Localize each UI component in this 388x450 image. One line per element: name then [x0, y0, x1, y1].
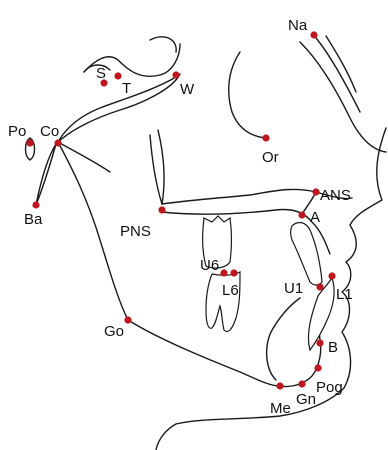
landmark-point-l6: [230, 269, 238, 277]
landmark-point-pog: [314, 364, 322, 372]
label-go: Go: [104, 323, 124, 340]
label-pns: PNS: [120, 223, 151, 240]
palatal-plane-lower: [161, 208, 331, 255]
clivus-posterior: [35, 73, 181, 206]
label-co: Co: [40, 123, 59, 140]
label-l1: L1: [336, 286, 353, 303]
nasal-bone-line-2: [315, 37, 361, 113]
label-ba: Ba: [24, 211, 43, 228]
soft-tissue-face-line: [155, 127, 387, 450]
basion-line-2: [57, 141, 111, 173]
palatal-plane-upper: [161, 188, 353, 205]
landmark-point-l1: [328, 272, 336, 280]
lower-incisor-l1: [307, 276, 335, 352]
landmark-point-pns: [158, 206, 166, 214]
label-a: A: [310, 209, 320, 226]
landmark-point-s: [100, 79, 108, 87]
landmark-point-na: [310, 31, 318, 39]
mandibular-border: [127, 319, 281, 387]
landmark-labels: Na S T W Po Co Or Ba PNS ANS A U6 L6 U1 …: [8, 17, 353, 417]
nasal-bone-line-3: [325, 35, 357, 93]
label-na: Na: [288, 17, 308, 34]
ramus-posterior: [57, 141, 129, 321]
label-or: Or: [262, 149, 279, 166]
label-u6: U6: [200, 257, 219, 274]
lower-molar-l6: [205, 271, 241, 333]
label-b: B: [328, 339, 338, 356]
pterygoid-process: [149, 134, 163, 205]
landmark-point-u1: [316, 283, 324, 291]
ear-rod: [24, 137, 36, 161]
label-gn: Gn: [296, 391, 316, 408]
orbit-outline: [228, 51, 266, 139]
landmark-point-b: [316, 339, 324, 347]
label-me: Me: [270, 400, 291, 417]
nasal-bone-line-1: [299, 41, 387, 153]
mandible: [57, 141, 333, 388]
label-l6: L6: [222, 282, 239, 299]
landmark-point-or: [262, 134, 270, 142]
label-u1: U1: [284, 280, 303, 297]
teeth: [202, 215, 335, 352]
upper-incisor-u1: [289, 221, 323, 286]
landmark-point-go: [124, 316, 132, 324]
landmark-point-u6: [220, 269, 228, 277]
landmark-point-co: [54, 139, 62, 147]
symphysis-inner: [265, 297, 301, 381]
label-s: S: [96, 65, 106, 82]
landmark-point-gn: [298, 380, 306, 388]
clivus-anterior: [57, 75, 179, 143]
anterior-cranial-base: [83, 43, 181, 77]
landmark-point-a: [298, 211, 306, 219]
label-pog: Pog: [316, 379, 343, 396]
frontal-curve: [149, 36, 177, 53]
landmark-point-po: [26, 139, 34, 147]
basion-line: [35, 143, 57, 206]
landmark-point-ans: [312, 188, 320, 196]
upper-molar-u6: [202, 215, 233, 269]
cranial-structures: [24, 36, 266, 206]
label-t: T: [122, 80, 131, 97]
soft-tissue-profile: [155, 35, 387, 450]
landmark-point-me: [276, 382, 284, 390]
landmark-point-t: [114, 72, 122, 80]
landmark-point-w: [172, 71, 180, 79]
label-w: W: [180, 81, 195, 98]
label-po: Po: [8, 123, 26, 140]
landmark-point-ba: [32, 201, 40, 209]
sella-curve: [83, 64, 111, 73]
pterygoid-process-2: [157, 129, 165, 205]
label-ans: ANS: [320, 187, 351, 204]
landmark-points: [26, 31, 336, 390]
